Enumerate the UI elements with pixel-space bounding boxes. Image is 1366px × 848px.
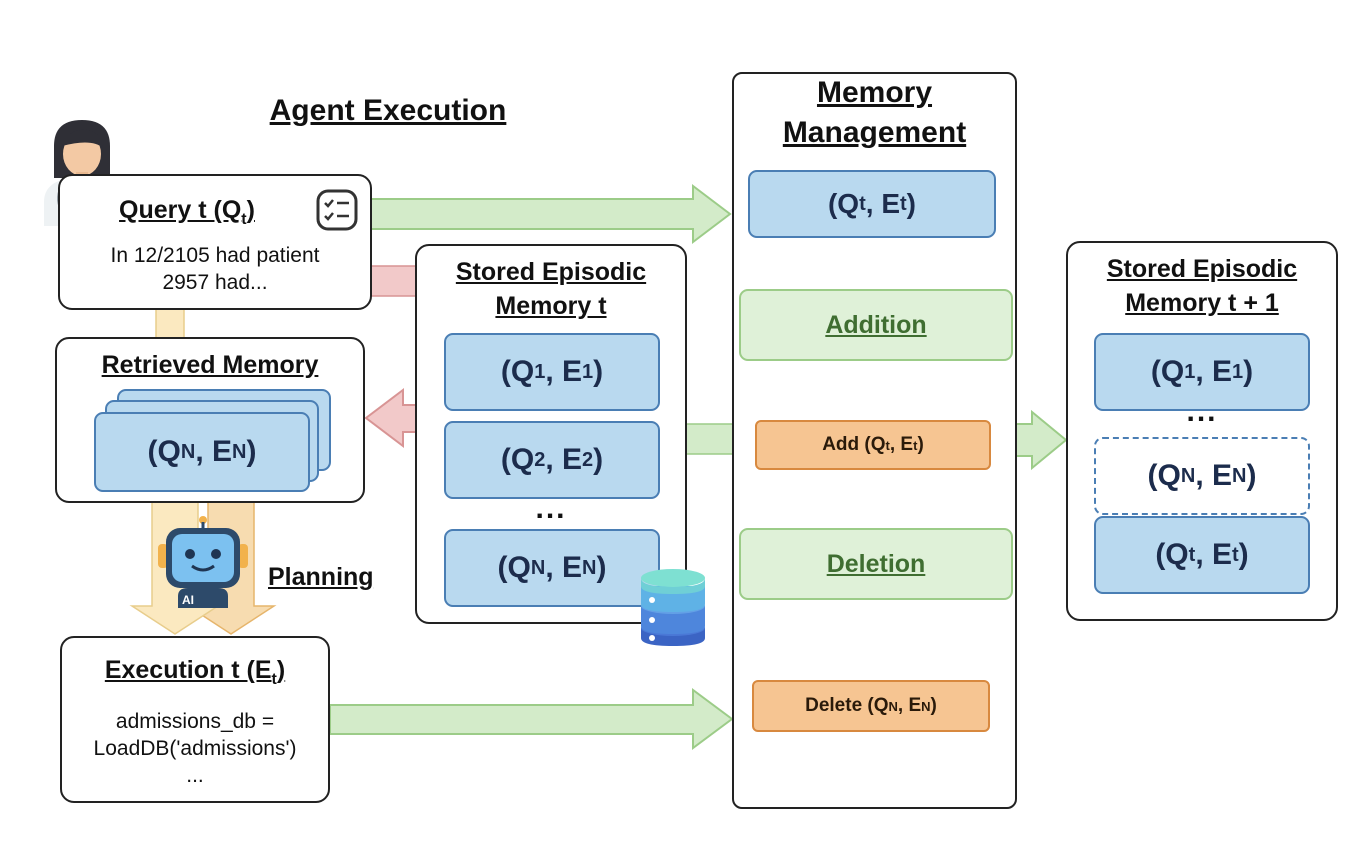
checklist-icon — [316, 189, 358, 231]
planning-label: Planning — [268, 563, 374, 591]
execution-code-line-3: ... — [186, 764, 204, 787]
addition-stage: Addition — [739, 289, 1013, 361]
deletion-stage: Deletion — [739, 528, 1013, 600]
query-to-management-arrow — [369, 183, 732, 245]
stored-memory-t1-title-line-1: Stored Episodic — [1106, 255, 1298, 283]
execution-code-line-2: LoadDB('admissions') — [93, 737, 297, 760]
memory-management-title-line-1: Memory — [816, 76, 933, 109]
query-title: Query t (Qt) — [119, 196, 255, 228]
query-text-line-2: 2957 had... — [162, 271, 268, 294]
retrieved-memory-title: Retrieved Memory — [101, 351, 319, 379]
execution-to-management-arrow — [329, 688, 734, 750]
robot-icon: AI — [158, 516, 248, 608]
query-to-retrieved-link — [155, 308, 185, 340]
database-icon — [641, 569, 705, 646]
management-to-next-memory-arrow — [1015, 409, 1068, 471]
stored-memory-t-title-line-1: Stored Episodic — [455, 258, 647, 286]
query-text-line-1: In 12/2105 had patient — [110, 244, 320, 267]
execution-code-line-1: admissions_db = — [115, 710, 275, 733]
agent-execution-title: Agent Execution — [269, 94, 507, 127]
query-to-stored-link — [369, 265, 417, 297]
stored-memory-t1-title-line-2: Memory t + 1 — [1125, 289, 1279, 317]
robot-badge-text: AI — [182, 593, 194, 607]
stored-t1-ellipsis: ... — [1186, 395, 1218, 428]
query-card: Query t (Qt) In 12/2105 had patient 2957… — [58, 174, 372, 310]
execution-card: Execution t (Et) admissions_db = LoadDB(… — [60, 636, 330, 803]
stored-memory-t-title-line-2: Memory t — [495, 292, 607, 320]
stored-to-management-link — [685, 423, 739, 455]
stored-t-ellipsis: ... — [535, 492, 567, 525]
memory-management-title-line-2: Management — [782, 116, 967, 149]
stored-to-retrieved-arrow — [364, 387, 417, 449]
execution-title: Execution t (Et) — [104, 656, 286, 688]
